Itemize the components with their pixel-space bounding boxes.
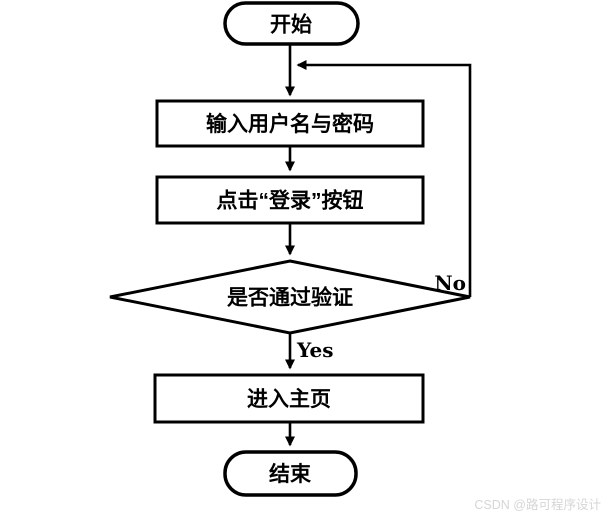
node-click-login-label: 点击“登录”按钮 xyxy=(217,188,364,212)
node-enter-home-label: 进入主页 xyxy=(247,388,331,411)
arrow-no-loopback xyxy=(296,60,472,297)
node-start xyxy=(223,1,360,46)
node-input-credentials xyxy=(155,99,425,148)
node-end-label: 结束 xyxy=(269,462,312,486)
node-end xyxy=(223,450,358,497)
edge-yes-label: Yes xyxy=(296,338,334,362)
node-verify-decision xyxy=(109,259,471,335)
node-verify-label: 是否通过验证 xyxy=(227,285,353,309)
node-enter-home xyxy=(153,373,425,424)
node-start-label: 开始 xyxy=(270,12,312,36)
edge-no-label: No xyxy=(434,271,466,295)
node-click-login xyxy=(155,175,425,225)
csdn-watermark: CSDN @路可程序设计 xyxy=(474,497,601,512)
node-input-credentials-label: 输入用户名与密码 xyxy=(206,112,374,136)
